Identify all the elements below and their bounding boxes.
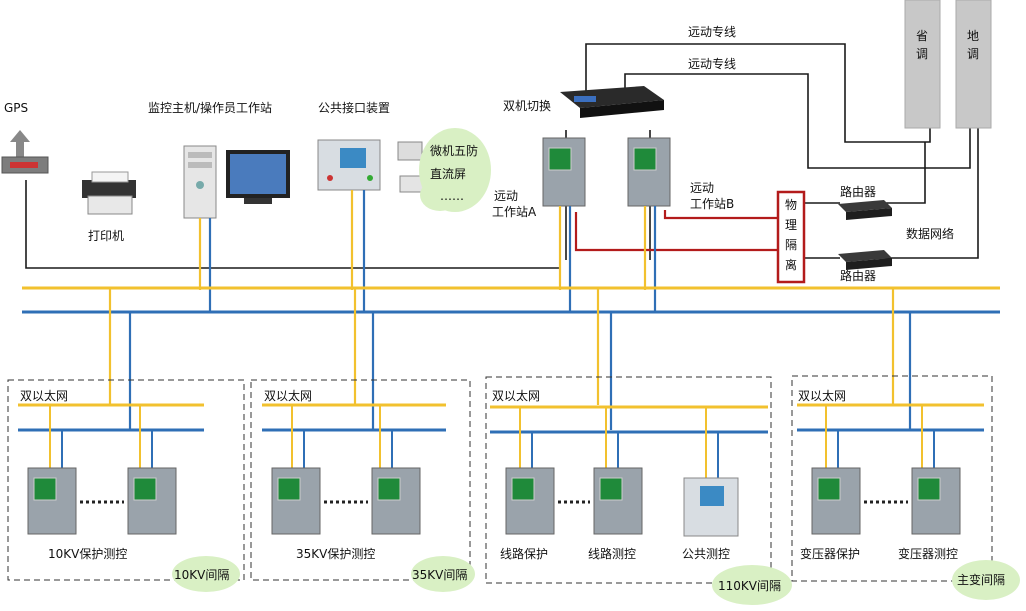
five-prevention-cloud [419, 128, 491, 212]
local-dispatch-char-2: 调 [967, 47, 979, 61]
bay-cloud-label: 10KV间隔 [174, 568, 229, 582]
local-dispatch-char-1: 地 [967, 29, 979, 43]
cabinet [911, 467, 961, 535]
printer-label: 打印机 [88, 229, 124, 243]
cabinet [271, 467, 321, 535]
bay-net-label: 双以太网 [798, 388, 846, 403]
bay-net-label: 双以太网 [264, 388, 312, 403]
device-label: 变压器测控 [898, 546, 958, 561]
gps-device [1, 130, 49, 174]
cabinet [811, 467, 861, 535]
cabinet [683, 477, 739, 537]
bay-cabinets [27, 467, 961, 537]
router-label-1: 路由器 [840, 184, 876, 199]
remote-line-label-1: 远动专线 [688, 24, 736, 39]
device-label: 10KV保护测控 [48, 547, 127, 561]
bay-net-label: 双以太网 [20, 388, 68, 403]
isolation-char-2: 理 [785, 218, 797, 232]
device-label: 线路测控 [588, 546, 636, 561]
device-label: 35KV保护测控 [296, 547, 375, 561]
cabinet [371, 467, 421, 535]
physical-isolation-box [776, 190, 806, 284]
isolation-char-3: 隔 [785, 238, 797, 252]
top-drops [198, 190, 657, 312]
bay-drops [108, 288, 912, 430]
province-dispatch-char-2: 调 [916, 47, 928, 61]
workstation-b [627, 137, 671, 207]
device-label: 公共测控 [682, 547, 730, 561]
workstation-b-label-2: 工作站B [690, 197, 734, 211]
bay-buses [18, 403, 984, 434]
workstation-b-label-1: 远动 [690, 181, 714, 195]
router-label-2: 路由器 [840, 268, 876, 283]
cabinet [505, 467, 555, 535]
monitor-host-label: 监控主机/操作员工作站 [148, 100, 272, 115]
remote-line-label-2: 远动专线 [688, 56, 736, 71]
province-dispatch-char-1: 省 [916, 29, 928, 43]
cabinet [127, 467, 177, 535]
workstation-a [542, 137, 586, 207]
device-label: 变压器保护 [800, 546, 860, 561]
isolation-char-1: 物 [785, 198, 797, 212]
printer-device [82, 171, 136, 215]
cabinet [27, 467, 77, 535]
dual-switch-label: 双机切换 [503, 99, 551, 113]
cabinet [593, 467, 643, 535]
public-interface-device [317, 139, 429, 193]
data-network-label: 数据网络 [906, 226, 954, 241]
dual-switch-device [560, 86, 664, 118]
router-top [838, 200, 892, 220]
bay-device-drops [49, 405, 935, 478]
bay-cloud-label: 35KV间隔 [412, 568, 467, 582]
workstation-a-label-1: 远动 [494, 189, 518, 203]
five-prevention-label-3: …… [440, 189, 464, 203]
router-bottom [838, 250, 892, 270]
bay-cloud-label: 110KV间隔 [718, 579, 781, 593]
province-dispatch: 省 调 [904, 0, 941, 129]
device-label: 线路保护 [500, 546, 548, 561]
bay-net-label: 双以太网 [492, 388, 540, 403]
public-interface-label: 公共接口装置 [318, 100, 390, 115]
bay-clouds [172, 556, 1020, 605]
local-dispatch: 地 调 [955, 0, 992, 129]
host-computer [183, 145, 290, 219]
five-prevention-label-2: 直流屏 [430, 167, 466, 181]
black-links [25, 43, 979, 269]
gps-label: GPS [4, 101, 28, 115]
red-links [574, 210, 782, 252]
workstation-a-label-2: 工作站A [492, 205, 537, 219]
bay-boxes [7, 375, 993, 584]
five-prevention-label-1: 微机五防 [430, 143, 478, 158]
bay-cloud-label: 主变间隔 [957, 572, 1005, 587]
isolation-char-4: 离 [785, 257, 797, 272]
